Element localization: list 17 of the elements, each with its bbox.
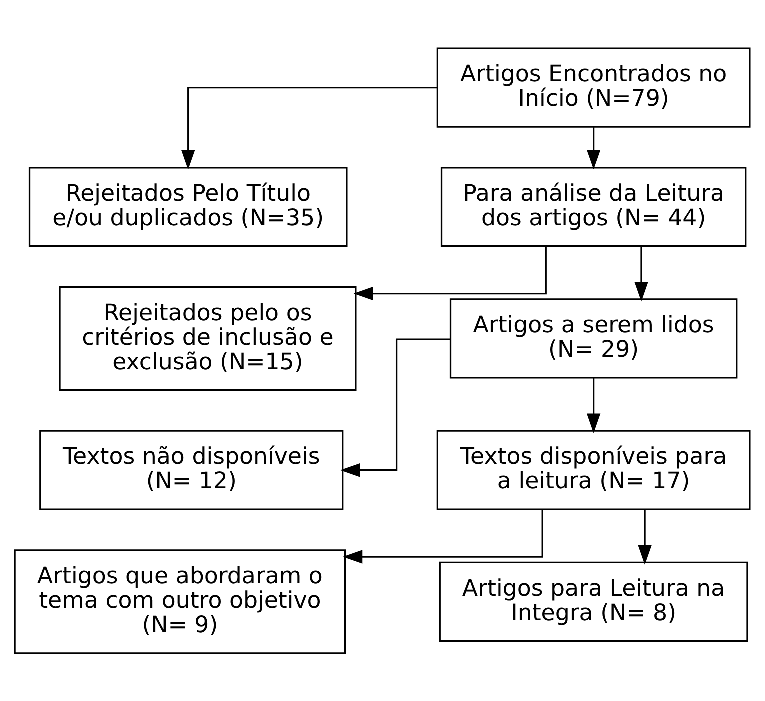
node-box: Artigos Encontrados no Início (N=79) bbox=[436, 47, 751, 128]
arrow bbox=[634, 246, 648, 302]
arrow bbox=[586, 127, 601, 170]
arrow bbox=[638, 509, 652, 564]
arrow bbox=[340, 338, 451, 477]
arrow bbox=[586, 378, 601, 433]
node-box: Rejeitados Pelo Título e/ou duplicados (N=35) bbox=[28, 166, 348, 247]
node-box: Rejeitados pelo os critérios de inclusão e exclusão (N=15) bbox=[59, 286, 357, 391]
node-box: Artigos que abordaram o tema com outro objetivo (N= 9) bbox=[14, 549, 346, 654]
arrow bbox=[181, 86, 438, 170]
node-box: Para análise da Leitura dos artigos (N= 44) bbox=[440, 166, 747, 247]
node-box: Textos não disponíveis (N= 12) bbox=[40, 430, 344, 510]
node-box: Artigos para Leitura na Integra (N= 8) bbox=[439, 561, 748, 642]
node-box: Textos disponíveis para a leitura (N= 17) bbox=[436, 430, 751, 510]
arrow bbox=[343, 509, 544, 564]
node-box: Artigos a serem lidos (N= 29) bbox=[450, 298, 738, 378]
arrow bbox=[354, 246, 547, 300]
